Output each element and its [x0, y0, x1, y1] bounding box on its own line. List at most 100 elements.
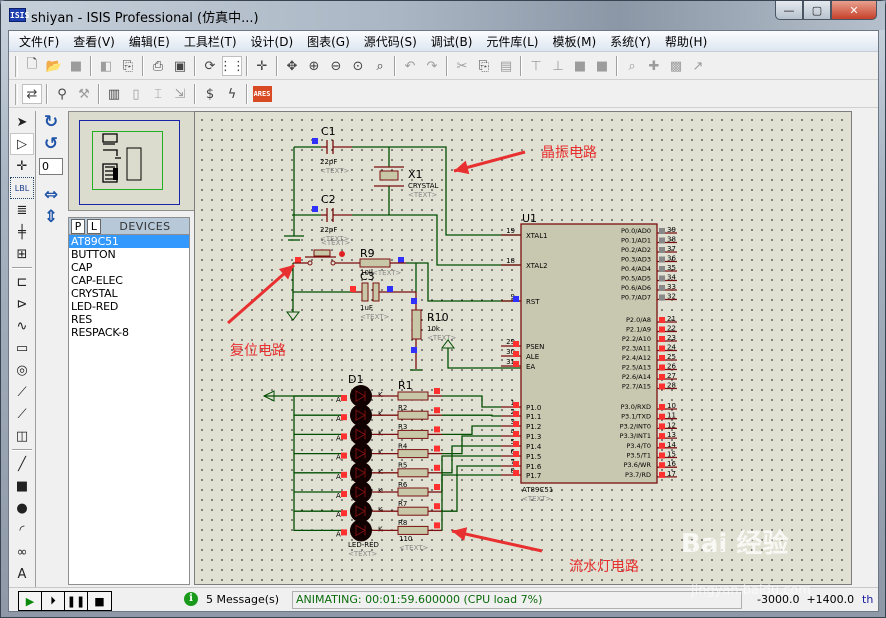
component-mode-icon[interactable]: ▷	[10, 133, 34, 155]
maximize-button[interactable]: ▢	[803, 1, 831, 20]
origin-icon[interactable]: ✛	[256, 58, 268, 74]
menu-item[interactable]: 工具栏(T)	[183, 34, 237, 49]
selection-mode-icon[interactable]: ➤	[16, 114, 28, 130]
rotate-anticlockwise-icon[interactable]: ↺	[43, 134, 59, 154]
save-icon[interactable]: ■	[69, 58, 83, 74]
pick-device-button[interactable]: P	[71, 218, 85, 234]
pause-button[interactable]: ❚❚	[65, 592, 88, 610]
grid-icon[interactable]: ⋮⋮	[219, 56, 245, 76]
text-2d-icon[interactable]: A	[17, 566, 27, 582]
virtual-instruments-icon[interactable]: ◫	[15, 428, 29, 444]
graph-mode-icon[interactable]: ∿	[16, 318, 28, 334]
pick-device-icon[interactable]: ⌕	[628, 58, 636, 74]
current-probe-icon[interactable]: ⟋	[17, 406, 27, 422]
tape-recorder-icon[interactable]: ▭	[15, 340, 29, 356]
toolbar-grip[interactable]	[15, 55, 18, 77]
wire-label-icon[interactable]: LBL	[10, 177, 34, 199]
block-move-icon[interactable]: ⊥	[552, 58, 564, 74]
device-list-item[interactable]: AT89C51	[69, 235, 189, 248]
menu-item[interactable]: 源代码(S)	[363, 34, 417, 49]
block-delete-icon[interactable]: ■	[595, 58, 609, 74]
buses-icon[interactable]: ╪	[18, 224, 26, 240]
refresh-icon[interactable]: ⟳	[204, 58, 216, 74]
junction-dot-icon[interactable]: ✛	[16, 158, 28, 174]
line-2d-icon[interactable]: ╱	[18, 456, 26, 472]
stop-button[interactable]: ■	[88, 592, 111, 610]
wire-autorouter-icon[interactable]: ⇄	[22, 84, 42, 104]
print-icon[interactable]: ⎙	[152, 58, 164, 74]
open-folder-icon[interactable]: 📂	[45, 58, 63, 74]
search-tag-icon[interactable]: ⚲	[57, 86, 67, 102]
paste-icon[interactable]: ▤	[499, 58, 513, 74]
new-sheet-icon[interactable]: ▥	[107, 86, 121, 102]
overview-view-rectangle[interactable]	[92, 131, 163, 190]
export-icon[interactable]: ⎘	[122, 58, 134, 74]
circle-2d-icon[interactable]: ●	[16, 500, 28, 516]
rotate-clockwise-icon[interactable]: ↻	[43, 112, 59, 132]
block-rotate-icon[interactable]: ■	[573, 58, 587, 74]
menu-item[interactable]: 调试(B)	[430, 34, 473, 49]
print-area-icon[interactable]: ▣	[173, 58, 187, 74]
bill-of-materials-icon[interactable]: $	[205, 86, 215, 102]
electrical-rule-check-icon[interactable]: ϟ	[227, 86, 237, 102]
overview-window[interactable]	[68, 111, 196, 211]
close-button[interactable]: ✕	[831, 1, 877, 20]
menu-item[interactable]: 设计(D)	[250, 34, 294, 49]
menu-item[interactable]: 元件库(L)	[486, 34, 539, 49]
block-copy-icon[interactable]: ⊤	[530, 58, 542, 74]
toolbar-grip[interactable]	[15, 83, 18, 105]
undo-icon[interactable]: ↶	[404, 58, 416, 74]
menu-item[interactable]: 查看(V)	[73, 34, 115, 49]
device-list-item[interactable]: RES	[71, 313, 92, 326]
ares-netlist-icon[interactable]: ARES	[252, 84, 272, 104]
device-pins-icon[interactable]: ⊳	[16, 296, 28, 312]
menu-item[interactable]: 系统(Y)	[610, 34, 651, 49]
subcircuit-icon[interactable]: ⊞	[16, 246, 28, 262]
new-file-icon[interactable]: 🗋	[26, 57, 38, 72]
zoom-out-icon[interactable]: ⊖	[330, 58, 342, 74]
generator-icon[interactable]: ◎	[16, 362, 28, 378]
property-tool-icon[interactable]: ⚒	[78, 86, 90, 102]
menu-item[interactable]: 编辑(E)	[128, 34, 170, 49]
cut-icon[interactable]: ✂	[456, 58, 468, 74]
copy-icon[interactable]: ⎘	[478, 58, 490, 74]
goto-sheet-icon[interactable]: ⌶	[154, 86, 162, 102]
path-2d-icon[interactable]: ∞	[16, 544, 28, 560]
vertical-scrollbar[interactable]	[860, 111, 878, 585]
remove-sheet-icon[interactable]: ▯	[132, 86, 140, 102]
minimize-button[interactable]: —	[775, 1, 803, 20]
make-device-icon[interactable]: ✚	[648, 58, 660, 74]
menu-item[interactable]: 文件(F)	[19, 34, 60, 49]
play-button[interactable]: ▶	[19, 592, 42, 610]
zoom-all-icon[interactable]: ⊙	[352, 58, 364, 74]
import-icon[interactable]: ◧	[99, 58, 113, 74]
step-button[interactable]: ⏵	[42, 592, 65, 610]
device-list-item[interactable]: BUTTON	[71, 248, 116, 261]
zoom-area-icon[interactable]: ⌕	[376, 58, 384, 74]
rotation-angle-input[interactable]	[39, 158, 63, 175]
device-list-item[interactable]: CAP	[71, 261, 93, 274]
pan-icon[interactable]: ✥	[286, 58, 298, 74]
menu-item[interactable]: 帮助(H)	[664, 34, 708, 49]
title-bar[interactable]: ISIS shiyan - ISIS Professional (仿真中...)…	[1, 1, 885, 30]
message-count[interactable]: 5 Message(s)	[206, 592, 280, 606]
box-2d-icon[interactable]: ■	[15, 478, 29, 494]
units-indicator[interactable]: th	[862, 593, 874, 606]
device-list-item[interactable]: CRYSTAL	[71, 287, 118, 300]
text-script-icon[interactable]: ≣	[16, 202, 28, 218]
zoom-child-icon[interactable]: ⇲	[174, 86, 186, 102]
terminals-icon[interactable]: ⊏	[16, 274, 28, 290]
zoom-in-icon[interactable]: ⊕	[308, 58, 320, 74]
decompose-icon[interactable]: ↗	[692, 58, 704, 74]
voltage-probe-icon[interactable]: ⟋	[17, 384, 27, 400]
device-list-item[interactable]: RESPACK-8	[71, 326, 129, 339]
package-tool-icon[interactable]: ▩	[669, 58, 683, 74]
arc-2d-icon[interactable]: ◜	[19, 522, 25, 538]
mirror-horizontal-icon[interactable]: ⇔	[43, 185, 59, 205]
device-list-item[interactable]: CAP-ELEC	[71, 274, 123, 287]
menu-item[interactable]: 图表(G)	[307, 34, 350, 49]
library-manager-button[interactable]: L	[87, 218, 101, 234]
menu-item[interactable]: 模板(M)	[552, 34, 597, 49]
mirror-vertical-icon[interactable]: ⇕	[43, 207, 59, 227]
